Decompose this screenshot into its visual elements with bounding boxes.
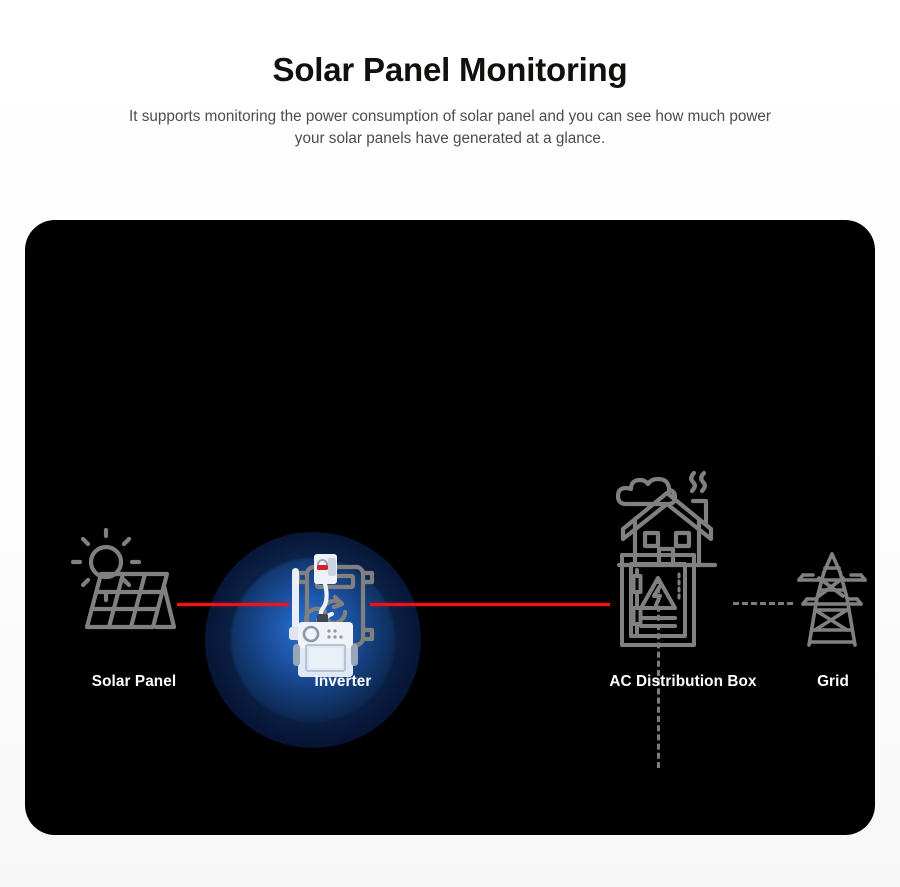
power-monitor-device-icon <box>273 548 378 688</box>
page-title: Solar Panel Monitoring <box>272 51 628 88</box>
power-grid-tower-icon <box>789 550 875 650</box>
dashed-line-acbox-to-house <box>657 578 660 768</box>
header: Solar Panel Monitoring It supports monit… <box>0 0 900 150</box>
node-label-solar-panel: Solar Panel <box>91 673 177 690</box>
solar-panel-icon <box>63 528 218 653</box>
ac-distribution-box-icon <box>617 550 699 650</box>
dashed-line-acbox-to-grid <box>733 602 793 605</box>
power-line-solar-to-inverter <box>177 603 289 606</box>
diagram-card: Solar Panel Inverter AC Distribution Box… <box>25 220 875 835</box>
page-subtitle: It supports monitoring the power consump… <box>129 107 771 147</box>
power-line-inverter-to-acbox <box>370 603 610 606</box>
node-label-inverter: Inverter <box>314 673 372 690</box>
node-label-ac-distribution-box: AC Distribution Box <box>609 673 757 690</box>
node-label-grid: Grid <box>817 673 849 690</box>
